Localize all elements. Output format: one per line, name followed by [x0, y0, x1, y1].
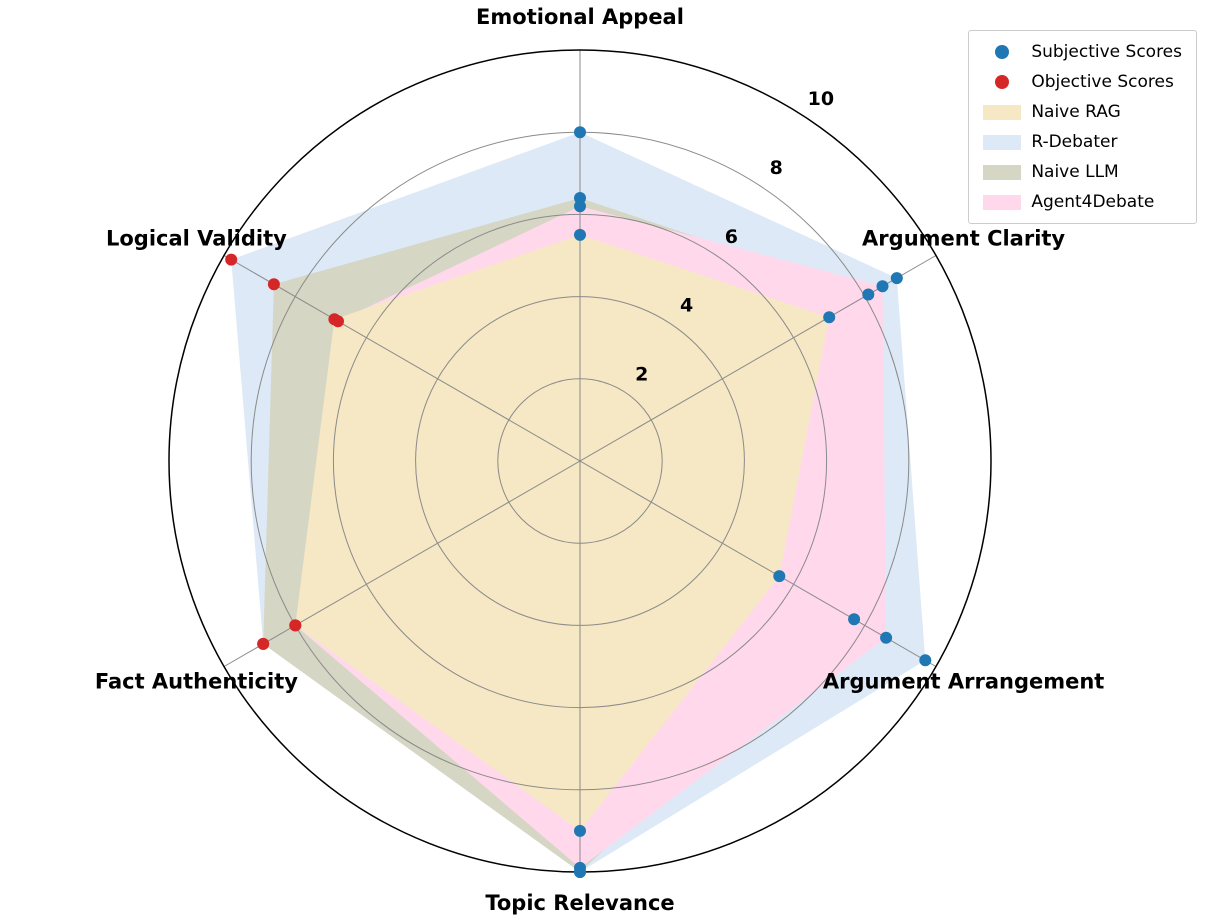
score-dot-r-debater-argument-arrangement [919, 654, 932, 667]
score-dot-agent4debate-fact-authenticity [289, 619, 302, 632]
legend-label: Naive RAG [1031, 102, 1121, 122]
swatch-icon [983, 134, 1022, 150]
score-dot-naive-llm-argument-arrangement [848, 613, 861, 626]
legend-item-agent4debate: Agent4Debate [983, 192, 1182, 212]
swatch-icon [983, 194, 1022, 210]
swatch-icon [983, 164, 1022, 180]
score-dot-naive-rag-argument-arrangement [773, 570, 786, 583]
axis-label-fact-authenticity: Fact Authenticity [95, 670, 298, 694]
score-dot-agent4debate-argument-arrangement [880, 631, 893, 644]
dot-icon [995, 45, 1010, 59]
series-area-naive-rag [295, 234, 830, 831]
legend-dot-marker [983, 45, 1021, 59]
radial-tick-label: 4 [680, 295, 693, 317]
score-dot-agent4debate-argument-clarity [876, 280, 889, 293]
axis-label-logical-validity: Logical Validity [106, 227, 287, 251]
radial-tick-label: 10 [808, 88, 834, 110]
legend-label: R-Debater [1031, 132, 1118, 152]
axis-label-argument-clarity: Argument Clarity [862, 227, 1065, 251]
score-dot-naive-llm-logical-validity [267, 278, 280, 291]
legend-label: Naive LLM [1031, 162, 1119, 182]
legend-color-swatch [983, 134, 1022, 150]
score-dot-naive-rag-topic-relevance [574, 824, 586, 837]
legend-label: Agent4Debate [1031, 192, 1155, 212]
score-dot-naive-rag-emotional-appeal [574, 228, 586, 241]
radial-tick-label: 6 [725, 226, 738, 248]
score-dot-agent4debate-emotional-appeal [574, 200, 586, 213]
legend-item-objective-scores: Objective Scores [983, 72, 1182, 92]
legend-item-naive-rag: Naive RAG [983, 102, 1182, 122]
legend-item-r-debater: R-Debater [983, 132, 1182, 152]
legend-color-swatch [983, 164, 1022, 180]
score-dot-naive-rag-argument-clarity [823, 311, 836, 324]
score-dot-naive-llm-fact-authenticity [257, 637, 270, 650]
score-dot-r-debater-logical-validity [225, 253, 238, 266]
radial-tick-label: 2 [635, 364, 648, 386]
score-dot-naive-llm-argument-clarity [862, 288, 875, 301]
score-dot-agent4debate-logical-validity [332, 315, 344, 328]
score-dot-r-debater-emotional-appeal [574, 126, 586, 139]
axis-label-emotional-appeal: Emotional Appeal [476, 5, 684, 29]
legend-color-swatch [983, 104, 1022, 120]
swatch-icon [983, 104, 1022, 120]
legend-label: Objective Scores [1031, 72, 1174, 92]
legend-item-naive-llm: Naive LLM [983, 162, 1182, 182]
legend-color-swatch [983, 194, 1022, 210]
radial-tick-label: 8 [770, 157, 783, 179]
dot-icon [995, 75, 1010, 89]
score-dot-naive-llm-emotional-appeal [574, 192, 586, 204]
axis-label-argument-arrangement: Argument Arrangement [823, 670, 1105, 694]
legend-label: Subjective Scores [1031, 42, 1182, 62]
score-dot-r-debater-argument-clarity [890, 272, 903, 285]
legend-item-subjective-scores: Subjective Scores [983, 42, 1182, 62]
score-dot-agent4debate-topic-relevance [574, 861, 586, 874]
legend-dot-marker [983, 75, 1021, 89]
axis-label-topic-relevance: Topic Relevance [485, 891, 674, 915]
